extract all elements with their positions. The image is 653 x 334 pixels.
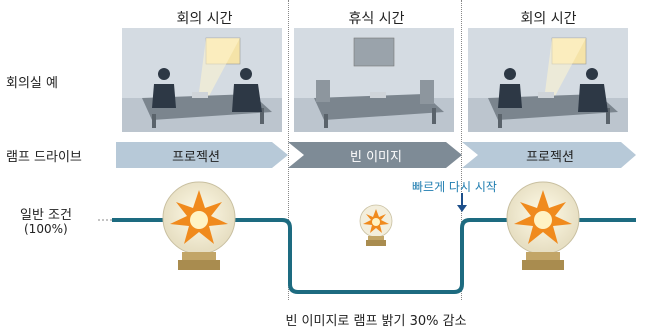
restart-annotation: 빠르게 다시 시작 (412, 180, 497, 194)
meeting-room-illustration-2 (468, 28, 628, 132)
phase-title-meeting-2: 회의 시간 (520, 11, 577, 27)
row-label-room-example: 회의실 예 (6, 76, 58, 91)
arrow-projection-2 (462, 142, 636, 168)
phase-divider-1 (288, 0, 289, 300)
phase-title-break: 휴식 시간 (348, 11, 405, 27)
arrow-projection-1 (116, 142, 288, 168)
arrow-label-blank-image: 빈 이미지 (350, 150, 402, 165)
phase-divider-2 (461, 0, 462, 300)
phase-title-meeting-1: 회의 시간 (176, 11, 233, 27)
meeting-room-illustration-1 (122, 28, 282, 132)
lamp-drive-arrows (116, 142, 636, 168)
bottom-caption: 빈 이미지로 램프 밝기 30% 감소 (285, 314, 467, 329)
lamp-full-brightness-icon (162, 181, 236, 270)
arrow-label-projection-2: 프로젝션 (526, 150, 574, 165)
lamp-full-brightness-icon-2 (506, 181, 580, 270)
restart-arrow-icon (457, 193, 467, 212)
row-label-lamp-drive: 램프 드라이브 (6, 150, 82, 165)
lamp-reduced-brightness-icon (359, 204, 393, 246)
arrow-blank-image (288, 142, 462, 168)
break-room-illustration (294, 28, 454, 132)
row-label-normal-condition: 일반 조건 (20, 208, 72, 223)
arrow-label-projection-1: 프로젝션 (172, 150, 220, 165)
row-label-normal-percent: (100%) (24, 222, 68, 236)
